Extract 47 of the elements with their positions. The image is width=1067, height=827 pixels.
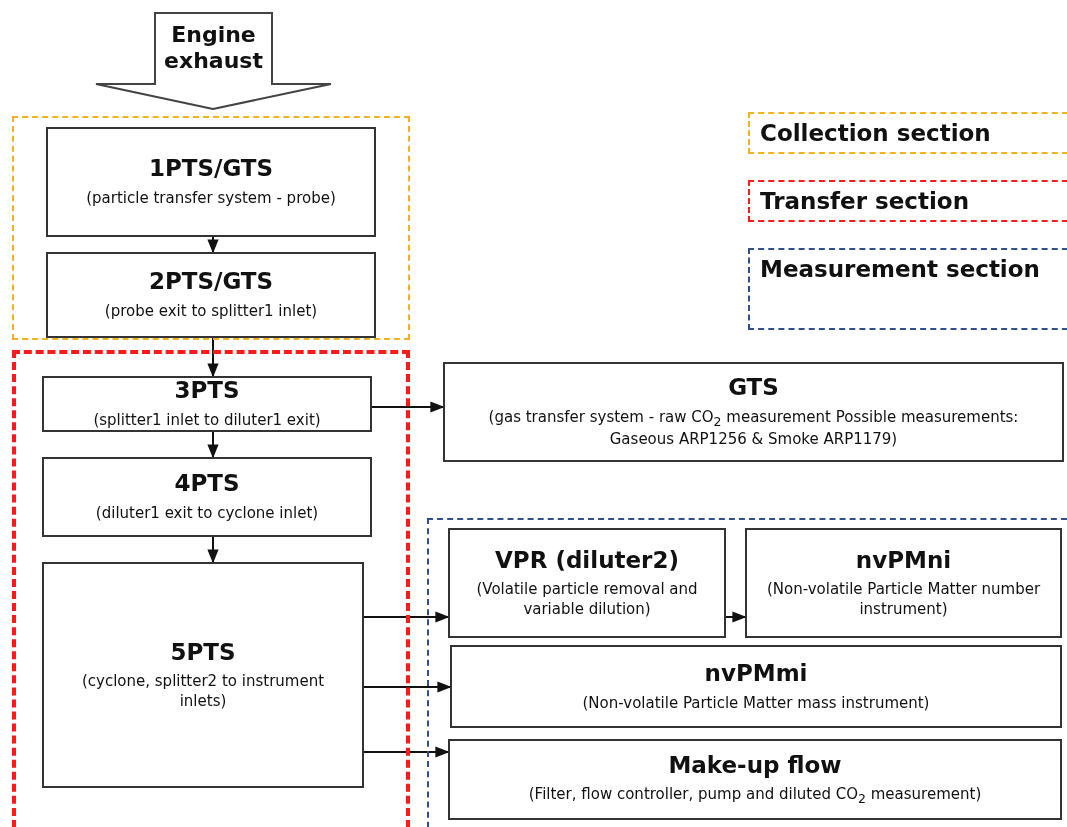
arrow	[363, 681, 452, 693]
process-box	[42, 457, 372, 537]
node-description: (probe exit to splitter1 inlet)	[104, 302, 318, 322]
node-description: (Volatile particle removal and variable dilution)	[475, 580, 699, 620]
arrow	[207, 431, 219, 459]
arrow	[207, 536, 219, 564]
node-title: Engine exhaust	[163, 22, 264, 75]
node-title: nvPMni	[855, 546, 952, 575]
legend-entry: Collection section	[748, 112, 1067, 154]
process-box	[42, 562, 364, 788]
node-description: (gas transfer system - raw CO$_{2}$ measurement Possible measurements: Gaseous ARP1256 & Smoke ARP1179)	[487, 407, 1020, 450]
legend-entry: Transfer section	[748, 180, 1067, 222]
process-box	[450, 645, 1062, 728]
process-box	[46, 252, 376, 338]
node-description: (cyclone, splitter2 to instrument inlets)	[80, 672, 326, 712]
process-box	[745, 528, 1062, 638]
arrow	[363, 611, 450, 623]
node-title: 4PTS	[174, 470, 240, 499]
node-description: (particle transfer system - probe)	[86, 189, 336, 209]
node-title: 5PTS	[170, 638, 236, 667]
section-frame	[12, 116, 410, 340]
block-arrow	[95, 12, 332, 110]
node-title: 3PTS	[174, 377, 240, 406]
legend-entry: Measurement section	[748, 248, 1067, 330]
node-description: (diluter1 exit to cyclone inlet)	[95, 504, 319, 524]
section-frame	[427, 518, 1067, 827]
process-box	[448, 739, 1062, 820]
arrow	[207, 236, 219, 254]
node-title: 2PTS/GTS	[148, 268, 274, 297]
section-frame	[12, 350, 410, 827]
node-title: Make-up flow	[668, 751, 842, 780]
node-description: (Non-volatile Particle Matter number instrument)	[765, 580, 1042, 620]
node-title: 1PTS/GTS	[148, 155, 274, 184]
process-box	[443, 362, 1064, 462]
node-title: VPR (diluter2)	[495, 546, 679, 575]
node-description: (splitter1 inlet to diluter1 exit)	[93, 411, 321, 431]
process-box	[448, 528, 726, 638]
arrow	[363, 746, 450, 758]
node-description: (Filter, flow controller, pump and diluted CO$_{2}$ measurement)	[528, 785, 982, 808]
arrow	[207, 337, 219, 378]
node-title: GTS	[728, 374, 779, 402]
node-description: (Non-volatile Particle Matter mass instrument)	[582, 693, 930, 714]
arrow	[725, 611, 747, 623]
node-title: nvPMmi	[704, 659, 808, 688]
process-box	[42, 376, 372, 432]
process-box	[46, 127, 376, 237]
arrow	[371, 401, 445, 413]
